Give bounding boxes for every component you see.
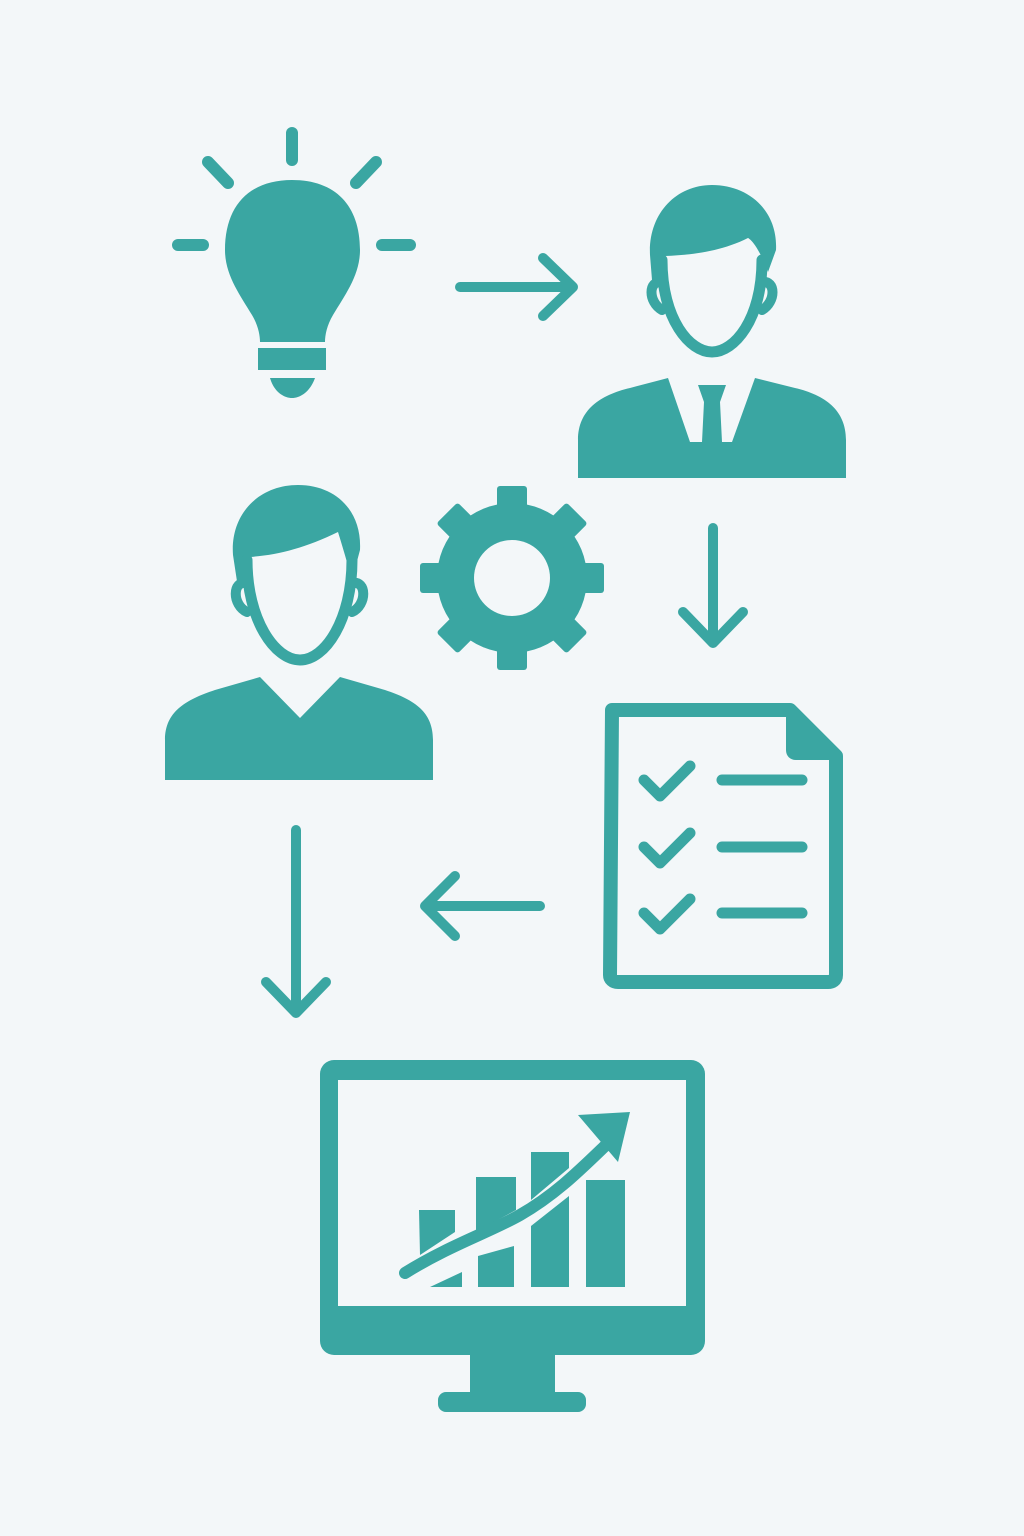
gear-icon	[420, 486, 604, 670]
arrow-down-icon	[261, 825, 331, 1018]
lightbulb-icon	[172, 127, 416, 398]
monitor-growth-chart-icon	[320, 1060, 705, 1412]
arrow-left-icon	[420, 871, 545, 941]
arrow-right-icon	[455, 253, 578, 321]
businessman-icon	[578, 185, 846, 478]
employee-icon	[165, 485, 433, 780]
arrow-down-icon	[678, 523, 748, 648]
checklist-document-icon	[603, 703, 843, 989]
